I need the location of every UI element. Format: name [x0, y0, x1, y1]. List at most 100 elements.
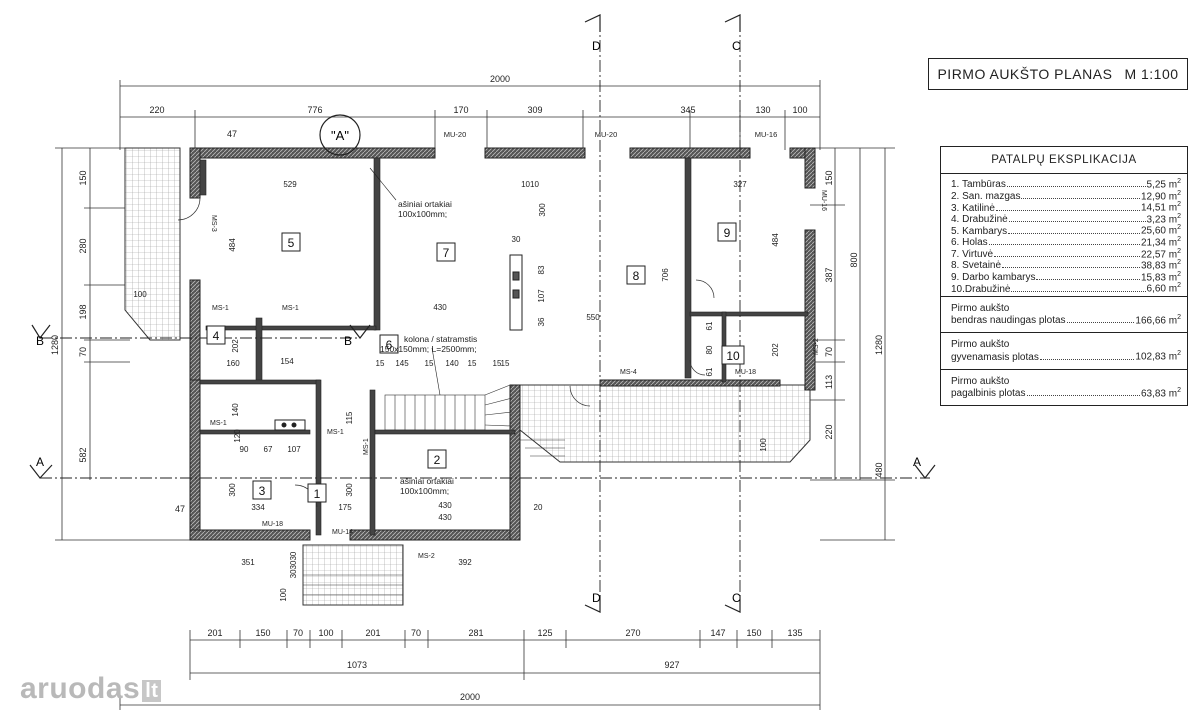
dim-interior: 30: [512, 235, 521, 244]
dim-right: 150: [824, 170, 834, 185]
dim-interior: 202: [231, 339, 240, 353]
ms-label: MS-1: [212, 305, 229, 312]
dim-interior: 15: [376, 359, 385, 368]
dim-top-seg: 309: [527, 105, 542, 115]
dim-left: 280: [78, 238, 88, 253]
watermark-text: aruodas: [20, 672, 141, 705]
dim-bottom-seg: 147: [710, 628, 725, 638]
dim-interior: 300: [538, 203, 547, 217]
detail-callout-circle: [319, 114, 361, 156]
dim-right: 800: [849, 252, 859, 267]
dim-top-seg: 220: [149, 105, 164, 115]
top-dimensions: [119, 80, 821, 150]
plan-title: PIRMO AUKŠTO PLANAS: [937, 66, 1113, 82]
annotation-column: kolona / statramstis: [404, 334, 477, 344]
dim-interior: 145: [395, 359, 409, 368]
kitchen-island: [509, 254, 523, 331]
dim-left: 150: [78, 170, 88, 185]
dim-right: 480: [874, 462, 884, 477]
dim-interior: 140: [445, 359, 459, 368]
dim-interior: 430: [433, 303, 447, 312]
dim-interior: 1010: [521, 180, 539, 189]
dim-interior: 706: [661, 268, 670, 282]
room-number-5: 5: [288, 236, 295, 250]
dim-interior: 300: [345, 483, 354, 497]
dim-top-inner: 47: [227, 129, 237, 139]
annotation-column-size: 150x150mm; L=2500mm;: [380, 344, 477, 354]
bottom-dimensions: [119, 630, 821, 710]
dim-interior: 61: [705, 321, 714, 330]
dim-left: 582: [78, 447, 88, 462]
ms-label: MS-1: [327, 429, 344, 436]
watermark-box: lt: [142, 680, 162, 702]
dim-interior: 61: [705, 367, 714, 376]
dim-top-seg: 345: [680, 105, 695, 115]
dim-interior: 300: [228, 483, 237, 497]
annotation-ducts-size: 100x100mm;: [400, 486, 449, 496]
dim-top-overall: 2000: [490, 74, 510, 84]
dim-interior: 100: [759, 438, 768, 452]
mu-label: MU-18: [735, 369, 756, 376]
section-label-d-bottom: D: [592, 591, 601, 605]
right-dimensions: [810, 147, 895, 541]
mu-label: MU-16: [820, 190, 827, 211]
section-label-b-left: B: [36, 334, 44, 348]
dim-top-seg: 776: [307, 105, 322, 115]
dim-left: 1280: [50, 335, 60, 355]
dim-interior: 140: [231, 403, 240, 417]
section-lines: [40, 20, 930, 605]
dim-interior: 107: [537, 289, 546, 303]
interior-walls: [199, 157, 809, 536]
section-label-c-bottom: C: [732, 591, 741, 605]
dim-interior: 154: [280, 357, 294, 366]
dim-right: 220: [824, 424, 834, 439]
dim-bottom-seg: 201: [365, 628, 380, 638]
dim-interior: 175: [338, 503, 352, 512]
room-number-9: 9: [724, 226, 731, 240]
dim-bottom-half: 927: [664, 660, 679, 670]
dim-interior: 160: [226, 359, 240, 368]
plan-title-box: PIRMO AUKŠTO PLANAS M 1:100: [928, 58, 1188, 90]
ms-label: MS-2: [418, 553, 435, 560]
dim-top-seg: 170: [453, 105, 468, 115]
dim-bottom-seg: 270: [625, 628, 640, 638]
ms-label: MS-1: [210, 420, 227, 427]
mu-label: MU-20: [595, 130, 618, 139]
annotation-ducts: ašiniai ortakiai: [400, 476, 454, 486]
room-labels: 1 2 3 4 5 6 7 8 9 10: [206, 222, 745, 503]
watermark-logo: aruodas lt: [20, 672, 162, 706]
annotation-ducts-size: 100x100mm;: [398, 209, 447, 219]
dim-interior: 115: [345, 411, 354, 424]
dim-interior: 351: [241, 558, 255, 567]
dim-right: 70: [824, 347, 834, 357]
mu-label: MU-14: [332, 529, 353, 536]
dim-right: 113: [824, 375, 834, 389]
dim-interior: 100: [279, 588, 288, 602]
dim-interior: 327: [733, 180, 747, 189]
dim-bottom-seg: 100: [318, 628, 333, 638]
staircase: [303, 384, 565, 596]
dim-interior: 303030: [289, 551, 298, 578]
dim-interior: 15: [468, 359, 477, 368]
dim-interior: 107: [287, 445, 301, 454]
annotation-ducts: ašiniai ortakiai: [398, 199, 452, 209]
dim-bottom-seg: 281: [468, 628, 483, 638]
dim-interior: 100: [133, 290, 147, 299]
dim-interior: 15: [493, 359, 502, 368]
section-label-c-top: C: [732, 39, 741, 53]
dim-bottom-overall: 2000: [460, 692, 480, 702]
dim-interior: 430: [438, 501, 452, 510]
dim-interior: 15: [501, 359, 510, 368]
explication-title: PATALPŲ EKSPLIKACIJA: [941, 147, 1187, 174]
dim-bottom-seg: 70: [411, 628, 421, 638]
dim-interior: 529: [283, 180, 297, 189]
ms-label: MS-1: [363, 438, 370, 455]
